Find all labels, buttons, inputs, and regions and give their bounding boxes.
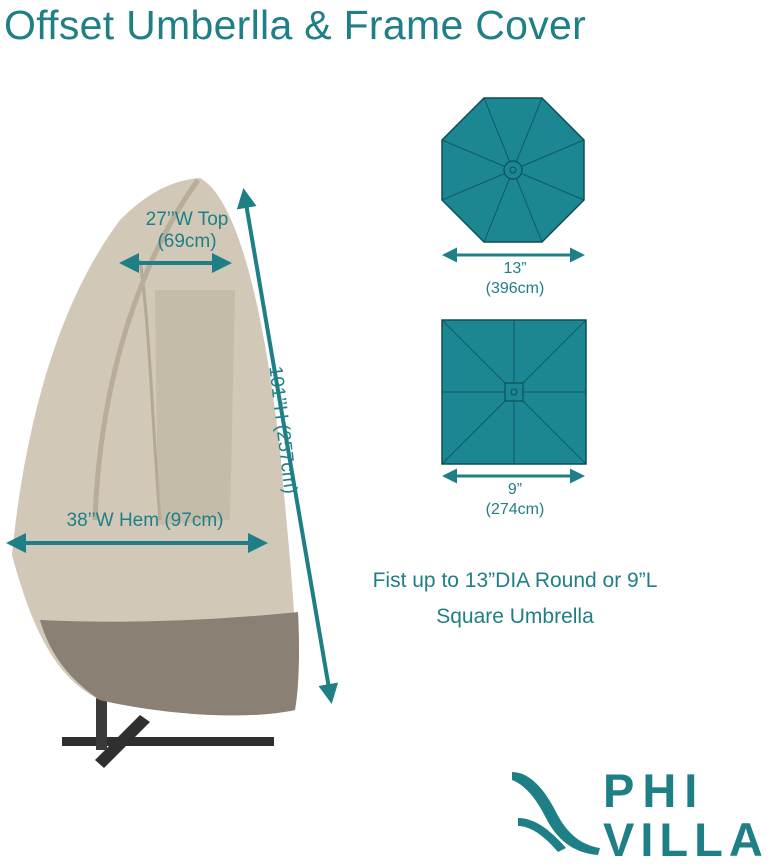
top-width-label: 27’’W Top (69cm) (122, 209, 252, 253)
top-width-cm: (69cm) (157, 231, 217, 252)
square-umbrella-diagram (441, 319, 587, 465)
fit-line-2: Square Umbrella (436, 605, 594, 628)
brand-name-line-2: VILLA (603, 813, 769, 866)
height-arrow (236, 188, 339, 704)
brand-name-line-1: PHI (603, 764, 706, 817)
square-size-label: 9” (274cm) (450, 480, 580, 520)
round-size-cm: (396cm) (485, 280, 545, 297)
brand-logo-icon (512, 772, 600, 855)
round-size-label: 13” (396cm) (450, 259, 580, 299)
umbrella-cover (12, 178, 299, 716)
round-umbrella-diagram (441, 97, 585, 243)
fit-description: Fist up to 13”DIA Round or 9”L Square Um… (330, 563, 700, 635)
fit-line-1: Fist up to 13”DIA Round or 9”L (372, 569, 658, 592)
page-title: Offset Umberlla & Frame Cover (4, 2, 587, 48)
square-size: 9” (507, 481, 523, 498)
round-size: 13” (503, 260, 527, 277)
square-size-cm: (274cm) (485, 501, 545, 518)
top-width-inches: 27’’W Top (145, 209, 229, 230)
hem-width-label: 38’’W Hem (97cm) (66, 510, 224, 531)
